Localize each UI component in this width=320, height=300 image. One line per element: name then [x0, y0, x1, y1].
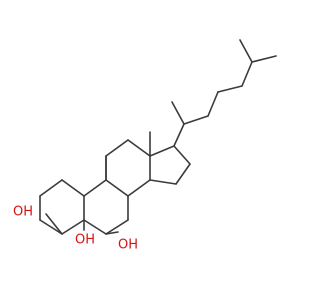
bond: [175, 163, 191, 185]
angular-methyls: [105, 131, 151, 181]
ring-c: [105, 139, 151, 197]
bond: [173, 145, 191, 165]
oh-label: OH: [13, 205, 33, 220]
bond: [61, 219, 85, 235]
bond: [149, 145, 175, 157]
bond: [105, 139, 129, 157]
bond: [39, 179, 63, 197]
side-chain: [171, 39, 277, 147]
bond: [183, 115, 209, 125]
bond: [105, 231, 119, 235]
bond: [83, 179, 107, 197]
bond: [149, 179, 177, 185]
ring-b: [83, 179, 129, 235]
label-background: [72, 231, 98, 249]
bond: [127, 139, 151, 157]
bond: [127, 179, 151, 197]
bond: [45, 213, 63, 235]
label-background: [115, 236, 141, 254]
hydroxyl-c5: OH: [72, 231, 98, 249]
bond: [61, 179, 85, 197]
bond: [217, 85, 243, 93]
bond: [171, 101, 185, 125]
bond: [105, 179, 129, 197]
bond: [207, 91, 219, 117]
hydroxyl-c3: OH: [10, 203, 36, 221]
ring-d: [149, 145, 191, 185]
ring-a: [39, 179, 85, 235]
hydroxyl-c6: OH: [115, 236, 141, 254]
label-background: [10, 203, 36, 221]
hydroxyl-bonds: [45, 213, 119, 235]
bond: [39, 219, 63, 235]
bond: [239, 39, 253, 63]
bond: [105, 219, 129, 235]
bond: [83, 219, 107, 235]
molecule-structure: OH OH OH: [10, 39, 277, 254]
bond: [251, 55, 277, 63]
bond: [241, 61, 253, 87]
bond: [173, 123, 185, 147]
oh-label: OH: [75, 233, 95, 248]
oh-label: OH: [118, 238, 138, 253]
